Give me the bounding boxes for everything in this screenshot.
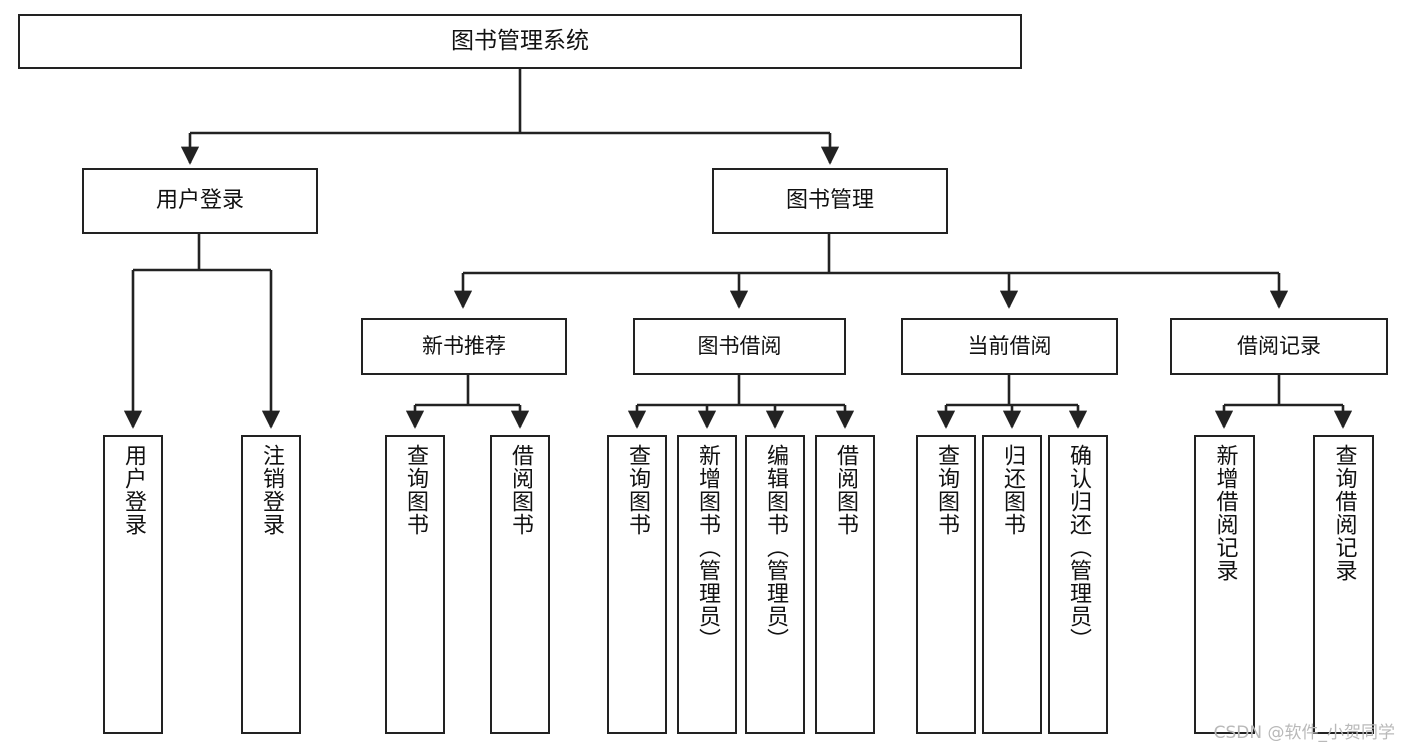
leaf-add-book[interactable]: 新增图书（管理员） [677,435,737,734]
node-user-login[interactable]: 用户登录 [82,168,318,234]
leaf-user-login[interactable]: 用户登录 [103,435,163,734]
leaf-borrow-book-1-label: 借阅图书 [508,444,533,536]
node-book-borrow[interactable]: 图书借阅 [633,318,846,375]
node-borrow-record[interactable]: 借阅记录 [1170,318,1388,375]
node-current-borrow[interactable]: 当前借阅 [901,318,1118,375]
leaf-edit-book[interactable]: 编辑图书（管理员） [745,435,805,734]
leaf-add-book-label: 新增图书（管理员） [695,444,720,651]
leaf-query-record[interactable]: 查询借阅记录 [1313,435,1374,734]
leaf-query-book-3-label: 查询图书 [934,444,959,536]
leaf-query-book-2-label: 查询图书 [625,444,650,536]
leaf-borrow-book-2[interactable]: 借阅图书 [815,435,875,734]
leaf-query-record-label: 查询借阅记录 [1331,444,1357,582]
leaf-query-book-1[interactable]: 查询图书 [385,435,445,734]
node-book-management[interactable]: 图书管理 [712,168,948,234]
leaf-confirm-return-label: 确认归还（管理员） [1066,444,1091,651]
csdn-watermark: CSDN @软件_小贺同学 [1213,723,1395,743]
node-root-label: 图书管理系统 [451,27,589,54]
node-new-book-recommend-label: 新书推荐 [422,333,506,358]
leaf-user-logout-label: 注销登录 [259,444,284,536]
node-borrow-record-label: 借阅记录 [1237,333,1321,358]
leaf-edit-book-label: 编辑图书（管理员） [763,444,788,651]
leaf-add-record[interactable]: 新增借阅记录 [1194,435,1255,734]
leaf-query-book-2[interactable]: 查询图书 [607,435,667,734]
leaf-return-book[interactable]: 归还图书 [982,435,1042,734]
node-root-book-management-system[interactable]: 图书管理系统 [18,14,1022,69]
leaf-borrow-book-2-label: 借阅图书 [833,444,858,536]
leaf-user-logout[interactable]: 注销登录 [241,435,301,734]
leaf-borrow-book-1[interactable]: 借阅图书 [490,435,550,734]
node-new-book-recommend[interactable]: 新书推荐 [361,318,567,375]
node-user-login-label: 用户登录 [155,187,244,213]
leaf-return-book-label: 归还图书 [1000,444,1025,536]
leaf-user-login-label: 用户登录 [121,444,146,536]
leaf-add-record-label: 新增借阅记录 [1212,444,1238,582]
leaf-query-book-3[interactable]: 查询图书 [916,435,976,734]
node-book-management-label: 图书管理 [785,187,874,213]
node-book-borrow-label: 图书借阅 [697,333,782,358]
leaf-confirm-return[interactable]: 确认归还（管理员） [1048,435,1108,734]
leaf-query-book-1-label: 查询图书 [403,444,428,536]
node-current-borrow-label: 当前借阅 [967,333,1052,358]
